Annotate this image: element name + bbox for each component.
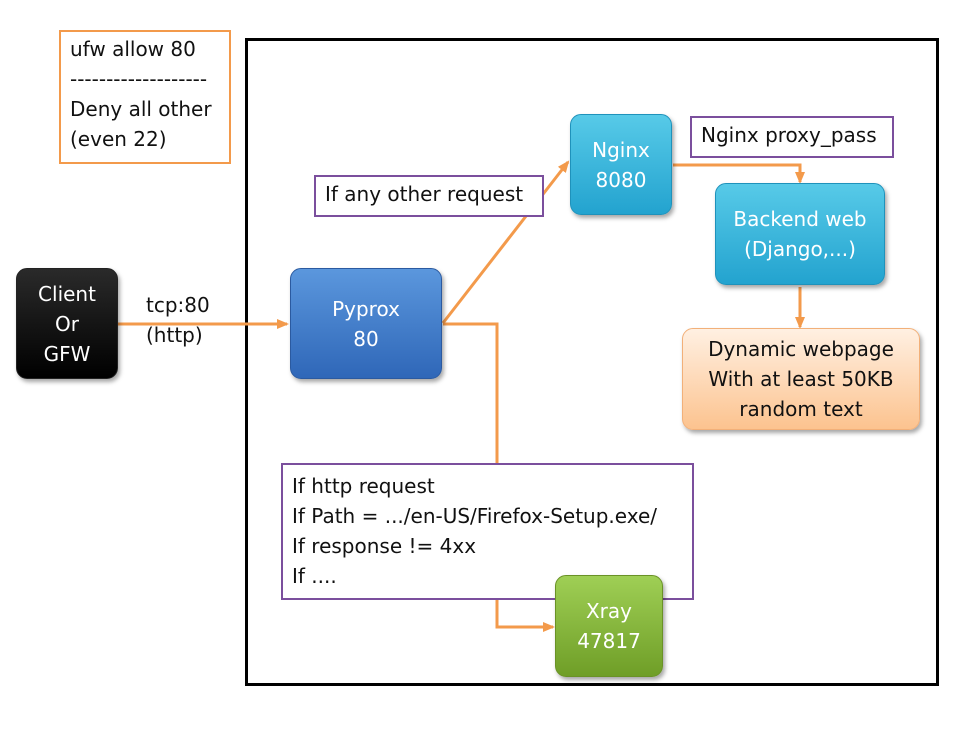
- backend-node-label: Backend web: [733, 207, 867, 231]
- tcp-edge-label: tcp:80 (http): [146, 290, 210, 350]
- firewall-note: ufw allow 80 ------------------- Deny al…: [59, 30, 231, 164]
- dynamic-webpage-node-label: Dynamic webpage: [708, 337, 894, 361]
- client-node-label: Client: [38, 281, 96, 306]
- http-conditions-line: If http request: [292, 474, 435, 498]
- xray-node-label: Xray: [585, 599, 632, 623]
- proxy-pass-note-text: Nginx proxy_pass: [701, 123, 877, 147]
- dynamic-webpage-node-label: random text: [739, 397, 863, 421]
- pyprox-node: Pyprox 80: [290, 268, 442, 379]
- nginx-node-label: 8080: [595, 167, 647, 192]
- proxy-pass-note: Nginx proxy_pass: [690, 116, 894, 158]
- edge-pyprox-nginx: [441, 160, 570, 324]
- http-conditions-line: If response != 4xx: [292, 534, 477, 558]
- firewall-note-line: (even 22): [70, 127, 167, 151]
- client-node-label: GFW: [43, 341, 91, 366]
- edge-nginx-backend: [673, 163, 805, 184]
- xray-node-label: 47817: [577, 629, 641, 653]
- edge-pyprox-xray: [443, 322, 499, 463]
- firewall-note-line: Deny all other: [70, 97, 212, 121]
- dynamic-webpage-node-label: With at least 50KB: [708, 367, 894, 391]
- edge-pyprox-xray-tail: [495, 600, 555, 632]
- firewall-note-separator: -------------------: [70, 67, 208, 91]
- client-node-label: Or: [55, 311, 79, 336]
- backend-node-label: (Django,...): [744, 237, 856, 261]
- http-conditions-line: If ....: [292, 564, 337, 588]
- xray-node: Xray 47817: [555, 575, 663, 677]
- backend-node: Backend web (Django,...): [715, 183, 885, 285]
- tcp-edge-label-line: (http): [146, 323, 203, 347]
- firewall-note-line: ufw allow 80: [70, 37, 196, 61]
- http-conditions-line: If Path = .../en-US/Firefox-Setup.exe/: [292, 504, 657, 528]
- other-request-note: If any other request: [314, 175, 544, 217]
- nginx-node-label: Nginx: [592, 137, 650, 162]
- pyprox-node-label: 80: [353, 326, 379, 351]
- tcp-edge-label-line: tcp:80: [146, 293, 210, 317]
- other-request-note-text: If any other request: [325, 182, 524, 206]
- nginx-node: Nginx 8080: [570, 114, 672, 215]
- pyprox-node-label: Pyprox: [332, 296, 400, 321]
- dynamic-webpage-node: Dynamic webpage With at least 50KB rando…: [682, 328, 920, 430]
- client-node: Client Or GFW: [16, 268, 118, 379]
